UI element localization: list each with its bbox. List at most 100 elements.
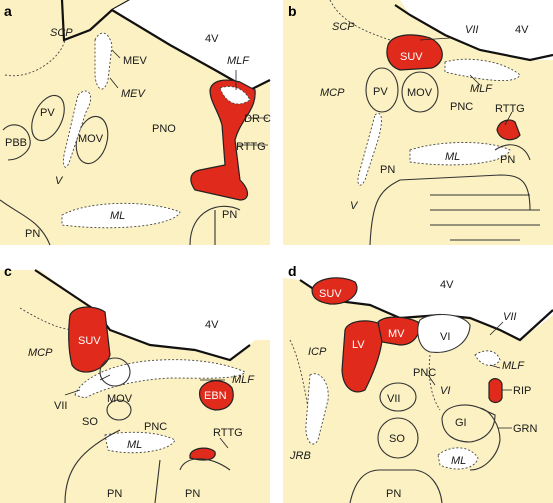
panel-a-label-mov: MOV <box>78 133 104 145</box>
panel-d-jrb-tract <box>305 373 329 445</box>
panel-a-mev-leaders <box>109 49 121 89</box>
panel-b-label-suv: SUV <box>400 51 423 63</box>
panel-c-label-pn-right: PN <box>185 488 200 500</box>
panel-d-label-ml: ML <box>451 455 466 467</box>
panel-a-label-mev: MEV <box>123 55 148 67</box>
panel-d-label-gi: GI <box>455 417 467 429</box>
panel-a-label-pv: PV <box>40 107 55 119</box>
panel-b-label-rttg: RTTG <box>495 103 525 115</box>
panel-c-mov-nucleus <box>99 357 131 387</box>
panel-a-floor-edge <box>111 9 271 92</box>
panel-c-label-rttg: RTTG <box>213 427 243 439</box>
panel-c: c 4V MCP SUV MOV EBN MLF VII SO PNC RTTG… <box>0 258 270 503</box>
panel-a-label-ml: ML <box>110 210 125 222</box>
panel-a-scp-boundary <box>4 39 66 77</box>
panel-c-label-ebn: EBN <box>204 390 227 402</box>
panel-a-letter: a <box>4 3 12 19</box>
panel-a-pn-boundaries <box>0 199 241 246</box>
panel-d-label-vii-top: VII <box>503 311 516 323</box>
panel-c-label-suv: SUV <box>78 335 101 347</box>
panel-b-label-pn-left: PN <box>380 164 395 176</box>
panel-d-suv-region <box>311 277 358 305</box>
panel-d-label-mv: MV <box>388 328 405 340</box>
panel-d-rip-region <box>488 378 503 404</box>
panel-a-mev-tract <box>94 32 113 90</box>
panel-a-label-pbb: PBB <box>5 137 27 149</box>
panel-b-ventricle <box>400 0 553 60</box>
panel-a-label-mlf: MLF <box>227 55 250 67</box>
panel-a-pv-nucleus <box>31 94 65 142</box>
panel-d-leaders <box>427 321 512 429</box>
panel-b-letter: b <box>288 3 297 19</box>
panel-b-label-ml: ML <box>445 151 460 163</box>
panel-b-label-mov: MOV <box>407 87 433 99</box>
panel-a-label-rttg: RTTG <box>236 141 266 153</box>
panel-b-ml-tract <box>409 142 511 166</box>
panel-a-mlf-tract <box>219 86 251 105</box>
panel-b-leaders <box>419 37 513 126</box>
panel-a-label-pno: PNO <box>152 123 176 135</box>
panel-c-so-nucleus <box>106 399 132 421</box>
panel-d-letter: d <box>288 263 297 279</box>
panel-b-pv-nucleus <box>365 67 399 113</box>
panel-b-label-mlf: MLF <box>470 83 493 95</box>
panel-d-gi-nucleus <box>441 404 496 443</box>
panel-d-label-pn: PN <box>386 488 401 500</box>
panel-d: d SUV 4V VII ICP LV MV VI MLF PNC VI RIP… <box>283 258 553 503</box>
panel-a-ml-tract <box>61 202 181 229</box>
panel-c-label-vii: VII <box>54 400 67 412</box>
panel-d-grn-outline <box>469 407 501 471</box>
panel-b-mlf-tract <box>444 58 521 82</box>
panel-b-floor-edge <box>394 4 553 62</box>
panel-d-ventricle <box>283 258 553 340</box>
panel-a-pbb-nucleus <box>2 124 31 161</box>
panel-c-vii-tract <box>74 359 246 399</box>
panel-d-label-icp: ICP <box>308 346 327 358</box>
panel-d-label-grn: GRN <box>513 423 538 435</box>
panel-b-label-scp: SCP <box>332 21 355 33</box>
panel-a-label-pn-left: PN <box>25 228 40 240</box>
panel-c-label-mcp: MCP <box>28 347 53 359</box>
panel-c-label-pn-left: PN <box>107 488 122 500</box>
panel-b-label-4v: 4V <box>515 24 529 36</box>
panel-d-vii-nucleus <box>379 382 417 412</box>
panel-b-label-pnc: PNC <box>450 101 473 113</box>
panel-a-rttg-region <box>190 79 256 201</box>
panel-c-label-mov: MOV <box>107 393 133 405</box>
panel-d-vi-nucleus <box>417 314 471 353</box>
panel-a-label-drc: DR C <box>244 113 271 125</box>
panel-c-floor-edge <box>34 269 251 362</box>
panel-d-label-vii-nucleus: VII <box>387 393 400 405</box>
panel-d-label-pnc: PNC <box>413 367 436 379</box>
panel-d-label-mlf: MLF <box>502 360 525 372</box>
panel-d-label-jrb: JRB <box>289 450 311 462</box>
panel-b: b SCP SUV VII 4V MCP PV MOV MLF PNC RTTG… <box>283 0 553 246</box>
panel-d-so-nucleus <box>377 417 419 459</box>
panel-c-label-pnc: PNC <box>144 421 167 433</box>
panel-c-label-so: SO <box>82 416 98 428</box>
panel-d-mlf-tract <box>474 350 501 366</box>
panel-a-label-4v: 4V <box>205 33 219 45</box>
panel-d-ml-tract <box>437 447 479 470</box>
panel-a-ventricle-edge <box>60 0 131 42</box>
panel-b-scp-boundary <box>329 0 391 41</box>
panel-d-label-vi: VI <box>440 331 450 343</box>
panel-a-label-scp: SCP <box>50 27 73 39</box>
panel-a-label-mev-italic: MEV <box>121 88 147 100</box>
panel-a-label-pn-right: PN <box>222 209 237 221</box>
panel-c-ventricle <box>0 258 270 360</box>
panel-b-pn-lobules <box>369 174 540 246</box>
panel-b-label-vii: VII <box>465 24 478 36</box>
panel-c-pn-boundaries <box>64 429 231 503</box>
panel-a: a SCP 4V MEV MEV MLF PV MOV PNO DR C RTT… <box>0 0 271 246</box>
panel-d-label-4v: 4V <box>440 279 454 291</box>
panel-c-suv-region <box>68 306 111 373</box>
panel-c-rttg-region <box>189 447 216 461</box>
panel-d-label-suv: SUV <box>319 288 342 300</box>
panel-d-lv-region <box>341 320 384 393</box>
panel-d-label-so: SO <box>389 433 405 445</box>
panel-c-mcp-boundary <box>19 307 76 331</box>
panel-d-pn-outline <box>349 469 443 503</box>
panel-b-label-v: V <box>350 200 359 212</box>
